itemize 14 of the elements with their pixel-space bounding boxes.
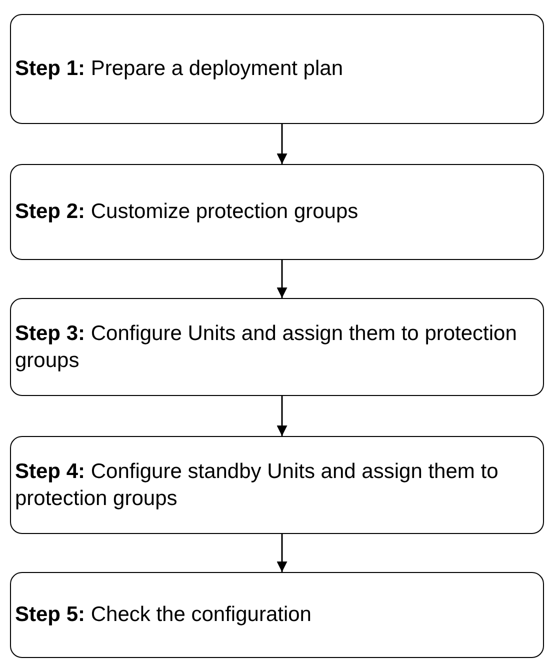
step-text: Step 3: Configure Units and assign them to protection groups	[15, 320, 518, 374]
step-text: Step 5: Check the configuration	[15, 602, 312, 628]
process-box	[10, 164, 544, 260]
process-box	[10, 14, 544, 124]
arrow	[276, 534, 288, 572]
arrow	[276, 260, 288, 298]
arrow	[276, 124, 288, 164]
process-box	[10, 436, 544, 534]
process-box	[10, 298, 544, 396]
process-box	[10, 572, 544, 658]
arrow	[276, 396, 288, 436]
step-text: Step 4: Configure standby Units and assign them to protection groups	[15, 458, 500, 512]
step-text: Step 1: Prepare a deployment plan	[15, 56, 344, 82]
step-text: Step 2: Customize protection groups	[15, 199, 360, 226]
